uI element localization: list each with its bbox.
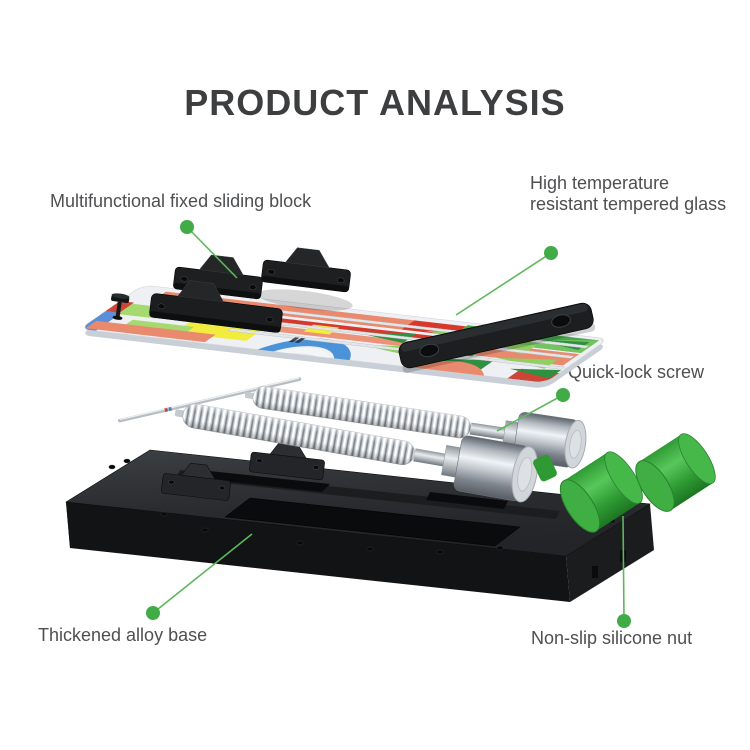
callout-dot-silicone-nut [617, 614, 631, 628]
callout-label-quick-lock-screw: Quick-lock screw [568, 362, 704, 383]
sliding-block [261, 247, 351, 293]
callout-text-line1: High temperature [530, 173, 670, 193]
leader-line-sliding-block [186, 226, 238, 279]
base-slot-left [192, 470, 330, 492]
leader-lines [152, 226, 625, 622]
callout-dot-tempered-glass [544, 246, 558, 260]
base-side-notch [592, 566, 598, 578]
leader-line-silicone-nut [622, 515, 625, 622]
callout-dot-quick-lock-screw [556, 388, 570, 402]
base-slot-right [426, 492, 508, 509]
quick-lock-screw-lower [174, 403, 539, 503]
callout-label-tempered-glass: High temperature resistant tempered glas… [530, 173, 726, 215]
tempered-glass-plate [80, 247, 604, 388]
callout-dot-alloy-base [146, 606, 160, 620]
silicone-nut-left [559, 451, 643, 533]
leader-line-quick-lock-screw [496, 394, 564, 432]
sliding-block [149, 280, 283, 333]
alloy-base [65, 441, 654, 602]
quick-lock-screw-upper [244, 386, 587, 469]
leader-dots [146, 220, 631, 628]
callout-dot-sliding-block [180, 220, 194, 234]
metal-rod [117, 377, 302, 423]
screw-shaft [413, 448, 446, 467]
callout-label-sliding-block: Multifunctional fixed sliding block [50, 191, 311, 212]
page-title: PRODUCT ANALYSIS [184, 82, 566, 123]
callout-text: Thickened alloy base [38, 625, 208, 645]
left-edge-screw [111, 293, 130, 320]
leader-line-tempered-glass [455, 252, 552, 316]
screw-shaft [469, 422, 506, 440]
base-clamp-block [249, 441, 325, 481]
callout-label-silicone-nut: Non-slip silicone nut [531, 628, 692, 649]
silicone-nut-small [533, 454, 557, 482]
base-clamp-block [161, 462, 231, 501]
callout-label-alloy-base: Thickened alloy base [38, 625, 207, 646]
callout-text: Multifunctional fixed sliding block [50, 191, 312, 211]
silicone-nut-right [635, 433, 716, 512]
callout-text: Non-slip silicone nut [531, 628, 693, 648]
leader-line-alloy-base [152, 533, 253, 614]
callout-text: Quick-lock screw [568, 362, 705, 382]
callout-text-line2: resistant tempered glass [530, 194, 727, 214]
fixing-bar [398, 302, 596, 373]
base-slot-main [224, 497, 521, 547]
